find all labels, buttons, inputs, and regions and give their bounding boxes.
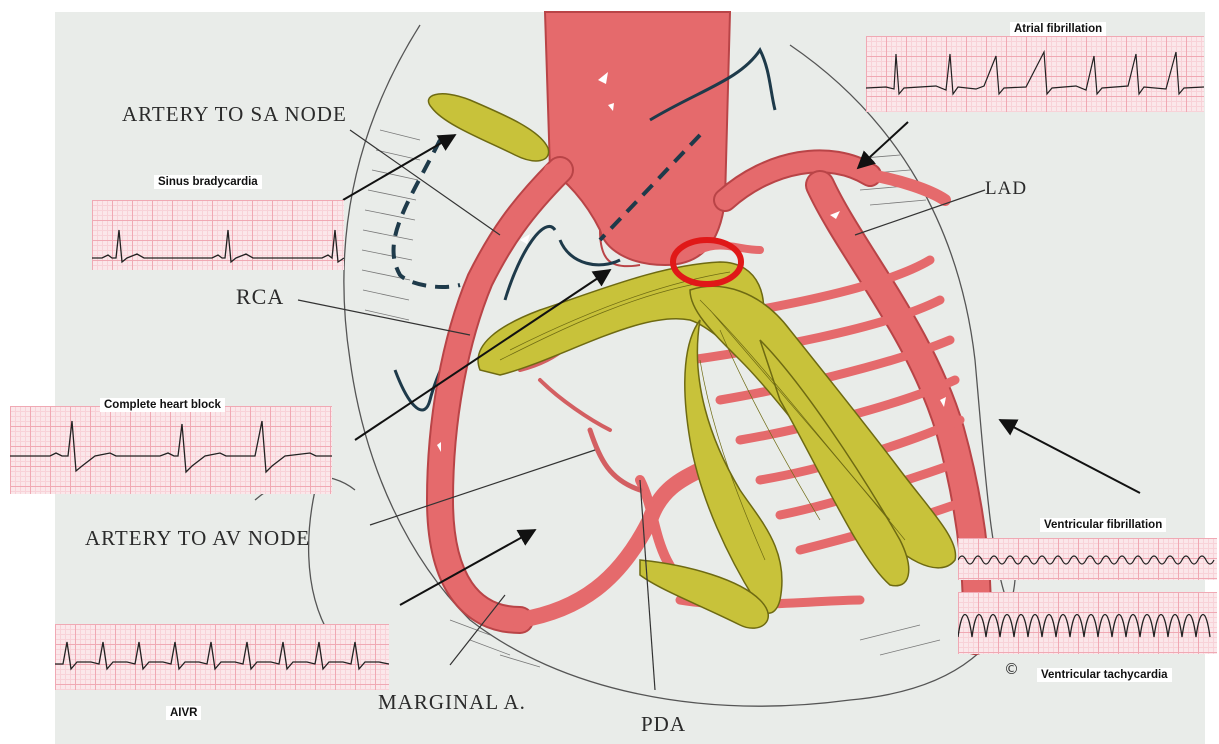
caption-ventricular-tachycardia: Ventricular tachycardia bbox=[1037, 668, 1172, 682]
caption-sinus-bradycardia: Sinus bradycardia bbox=[154, 175, 262, 189]
ecg-sinus-bradycardia bbox=[92, 200, 344, 270]
label-marginal-a: MARGINAL A. bbox=[378, 690, 526, 715]
caption-ventricular-fibrillation: Ventricular fibrillation bbox=[1040, 518, 1166, 532]
label-lad: LAD bbox=[985, 178, 1027, 200]
ecg-trace bbox=[55, 624, 389, 690]
aorta bbox=[545, 12, 730, 265]
caption-complete-heart-block: Complete heart block bbox=[100, 398, 225, 412]
label-pda: PDA bbox=[641, 712, 686, 737]
label-artery-to-sa-node: ARTERY TO SA NODE bbox=[122, 102, 347, 127]
ecg-trace bbox=[958, 592, 1217, 654]
ecg-trace bbox=[92, 200, 344, 270]
ecg-ventricular-tachycardia bbox=[958, 592, 1217, 654]
caption-atrial-fibrillation: Atrial fibrillation bbox=[1010, 22, 1106, 36]
label-artery-to-av-node: ARTERY TO AV NODE bbox=[85, 526, 310, 551]
caption-aivr: AIVR bbox=[166, 706, 201, 720]
sa-node bbox=[428, 94, 548, 161]
copyright-symbol: © bbox=[1004, 660, 1019, 678]
ecg-ventricular-fibrillation bbox=[958, 538, 1217, 580]
ecg-atrial-fibrillation bbox=[866, 36, 1204, 112]
label-rca: RCA bbox=[236, 284, 284, 310]
ecg-trace bbox=[10, 406, 332, 494]
ecg-trace bbox=[958, 538, 1217, 580]
ecg-trace bbox=[866, 36, 1204, 112]
ecg-aivr bbox=[55, 624, 389, 690]
ecg-complete-heart-block bbox=[10, 406, 332, 494]
